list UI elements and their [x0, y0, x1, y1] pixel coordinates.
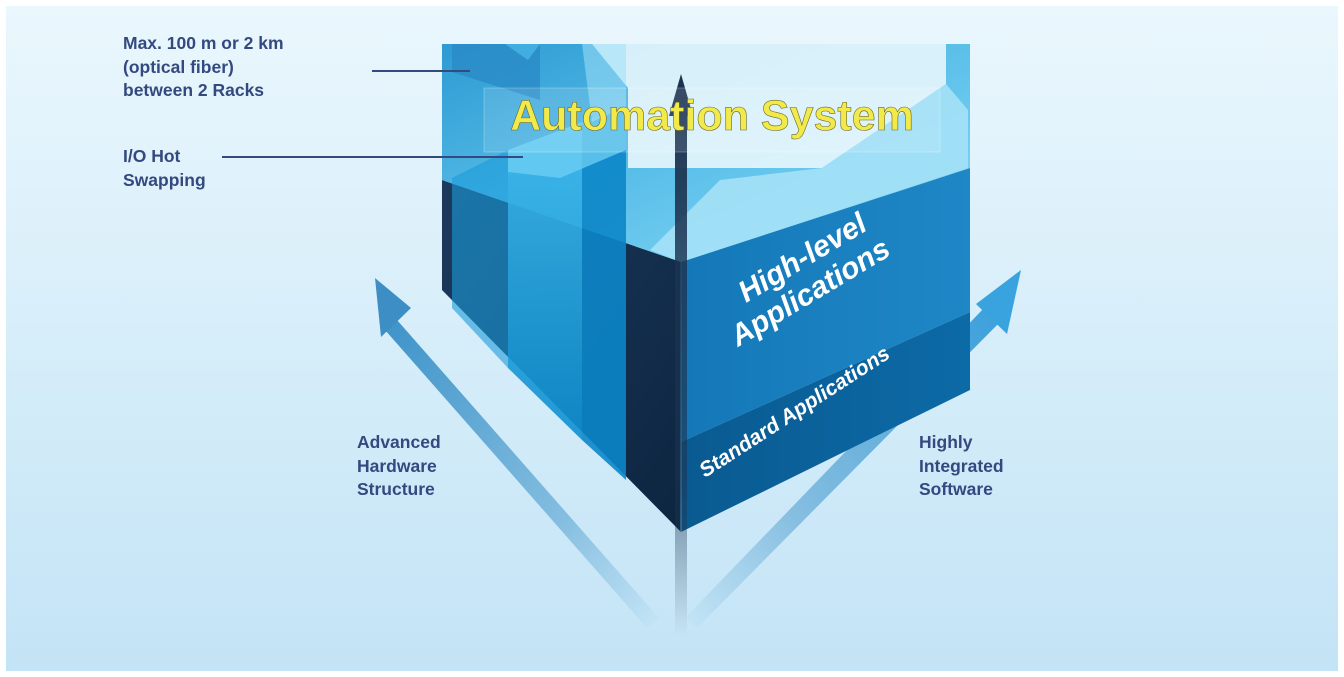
hotswap-line-2: Swapping	[123, 169, 206, 190]
center-arrow	[669, 74, 693, 636]
software-axis-label: Highly Integrated Software	[919, 431, 1004, 502]
hardware-arrow	[375, 278, 659, 628]
hotswap-callout: I/O Hot Swapping	[123, 145, 206, 192]
diagram-title: Automation System	[510, 92, 914, 140]
software-line-3: Software	[919, 479, 993, 499]
title-frame	[483, 87, 941, 153]
prism-standard-band	[681, 312, 970, 532]
hardware-line-1: Advanced	[357, 432, 441, 452]
prism-top-shine	[650, 84, 968, 262]
software-line-1: Highly	[919, 432, 973, 452]
distance-callout: Max. 100 m or 2 km (optical fiber) betwe…	[123, 32, 284, 103]
hardware-line-2: Hardware	[357, 455, 437, 476]
distance-line-2: (optical fiber)	[123, 56, 234, 77]
prism-right-face	[681, 168, 970, 442]
distance-line-1: Max. 100 m or 2 km	[123, 33, 284, 53]
glass-modules	[452, 44, 626, 480]
hardware-line-3: Structure	[357, 479, 435, 499]
hotswap-line-1: I/O Hot	[123, 146, 181, 166]
distance-line-3: between 2 Racks	[123, 80, 265, 100]
prism-top-highlight	[528, 44, 946, 168]
software-line-2: Integrated	[919, 455, 1004, 476]
hardware-axis-label: Advanced Hardware Structure	[357, 431, 441, 502]
